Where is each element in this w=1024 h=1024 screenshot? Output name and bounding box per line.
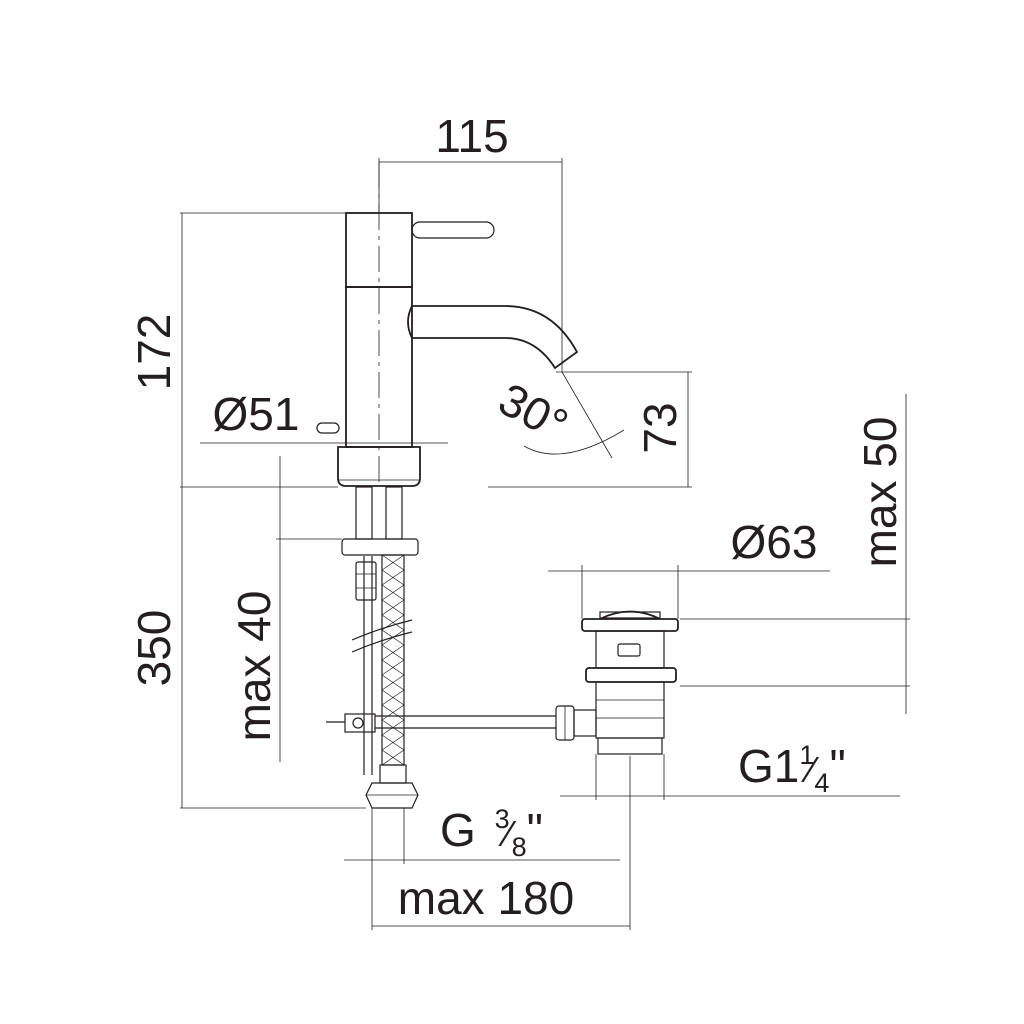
flexible-hose (381, 554, 405, 766)
waste-flange (581, 618, 679, 632)
label-body-diameter: Ø51 (213, 388, 300, 440)
label-deck-max-thickness: max 40 (228, 591, 280, 742)
waste-assembly (555, 610, 679, 755)
deck-assembly (326, 486, 556, 809)
waste-nut (585, 667, 677, 683)
label-hose-length: 350 (128, 610, 180, 687)
dimension-lines (180, 158, 910, 930)
label-body-height: 172 (128, 314, 180, 391)
label-spout-reach: 115 (435, 110, 508, 162)
label-spout-angle: 30° (491, 373, 577, 452)
hose-connector (365, 782, 419, 809)
linkage-clamp (344, 713, 376, 733)
lever-handle (411, 221, 495, 239)
waste-body (595, 681, 665, 739)
spout (412, 305, 579, 370)
label-waste-thread: G11⁄4" (738, 740, 846, 798)
hose-nut (355, 561, 377, 601)
label-spout-height: 73 (634, 402, 686, 453)
label-max-distance: max 180 (398, 872, 574, 924)
popup-rod (316, 422, 340, 434)
label-waste-diameter: Ø63 (731, 516, 818, 568)
mounting-washer (341, 538, 419, 556)
label-hose-thread: G 3⁄8" (440, 804, 543, 862)
label-waste-max-height: max 50 (854, 417, 906, 568)
